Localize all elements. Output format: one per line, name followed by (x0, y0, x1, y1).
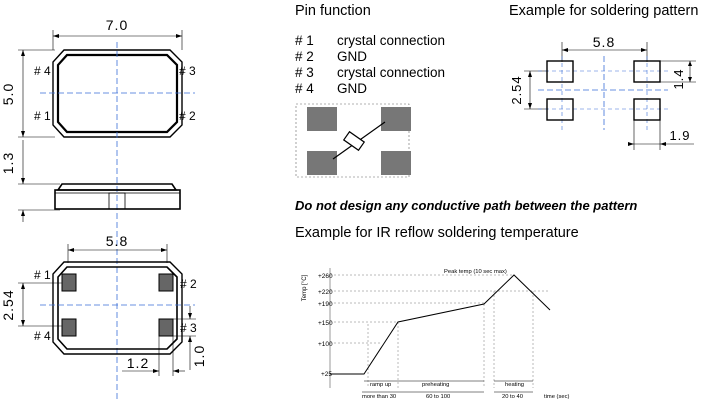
soldering-pattern: 5.8 2.54 1.4 1.9 (509, 34, 696, 150)
top-pin-1: # 1 (34, 109, 51, 123)
pin-row: # 4 GND (295, 81, 367, 96)
bottom-pitch-label: 5.8 (106, 233, 128, 249)
pin-number: # 1 (295, 33, 314, 48)
bottom-pitch-v-label: 2.54 (0, 289, 16, 320)
pin-description: GND (337, 81, 367, 96)
y-tick-260: +260 (318, 273, 333, 280)
bottom-pin-1: # 1 (34, 268, 51, 282)
pattern-pad-h-label: 1.4 (671, 68, 686, 89)
x-axis-label: time (sec) (544, 394, 570, 400)
bottom-pin-2: # 2 (180, 277, 197, 291)
y-tick-100: +100 (318, 341, 333, 348)
warning-note: Do not design any conductive path betwee… (295, 198, 638, 213)
pin-row: # 3 crystal connection (295, 65, 445, 80)
bottom-pin-3: # 3 (180, 321, 197, 335)
duration-heating: 20 to 40 (502, 394, 523, 400)
pin-schematic (295, 103, 411, 178)
y-ticks: +260 +220 +190 +150 +100 +25 (318, 273, 333, 378)
pin-row: # 1 crystal connection (295, 33, 445, 48)
reflow-profile-curve (330, 274, 551, 375)
side-thickness-label: 1.3 (0, 152, 16, 174)
pin-function-title: Pin function (295, 3, 371, 19)
top-pin-2: # 2 (179, 109, 196, 123)
bottom-pin-4: # 4 (34, 329, 51, 343)
pin-description: GND (337, 49, 367, 64)
bottom-pad-width-label: 1.2 (127, 355, 149, 371)
bottom-pads (61, 273, 174, 337)
side-view: 1.3 (0, 140, 181, 222)
peak-label: Peak temp (10 sec max) (444, 269, 507, 275)
top-height-label: 5.0 (0, 83, 16, 105)
pattern-pitch-h-label: 5.8 (593, 34, 615, 50)
reflow-profile-chart: Temp [°C] +260 +220 +190 +150 +100 +25 P… (302, 268, 570, 400)
bottom-pad-height-label: 1.0 (191, 345, 207, 367)
pin-number: # 2 (295, 49, 314, 64)
chart-ylabel: Temp [°C] (302, 274, 308, 301)
top-width-label: 7.0 (106, 17, 128, 33)
pin-row: # 2 GND (295, 49, 367, 64)
y-tick-25: +25 (321, 371, 332, 378)
pin-number: # 3 (295, 65, 314, 80)
top-view: 7.0 5.0 # 4 # 3 # 1 # 2 (0, 17, 196, 400)
phase-ramp-up: ramp up (370, 382, 391, 388)
pin-description: crystal connection (337, 33, 446, 48)
duration-ramp-up: more than 30 (362, 394, 396, 400)
soldering-pattern-title: Example for soldering pattern (509, 3, 699, 19)
pattern-pad-w-label: 1.9 (669, 128, 690, 143)
pin-description: crystal connection (337, 65, 446, 80)
top-pin-4: # 4 (34, 64, 51, 78)
top-pin-3: # 3 (179, 64, 196, 78)
pattern-pitch-v-label: 2.54 (509, 75, 524, 104)
y-tick-220: +220 (318, 289, 333, 296)
duration-preheating: 60 to 100 (426, 394, 450, 400)
phase-heating: heating (505, 382, 524, 388)
pin-number: # 4 (295, 81, 314, 96)
y-tick-190: +190 (318, 301, 333, 308)
reflow-title: Example for IR reflow soldering temperat… (295, 225, 579, 241)
bottom-view: 5.8 2.54 # 1 # 2 # 3 # 4 1.2 (0, 233, 207, 376)
y-tick-150: +150 (318, 320, 333, 327)
phase-preheating: preheating (422, 382, 449, 388)
